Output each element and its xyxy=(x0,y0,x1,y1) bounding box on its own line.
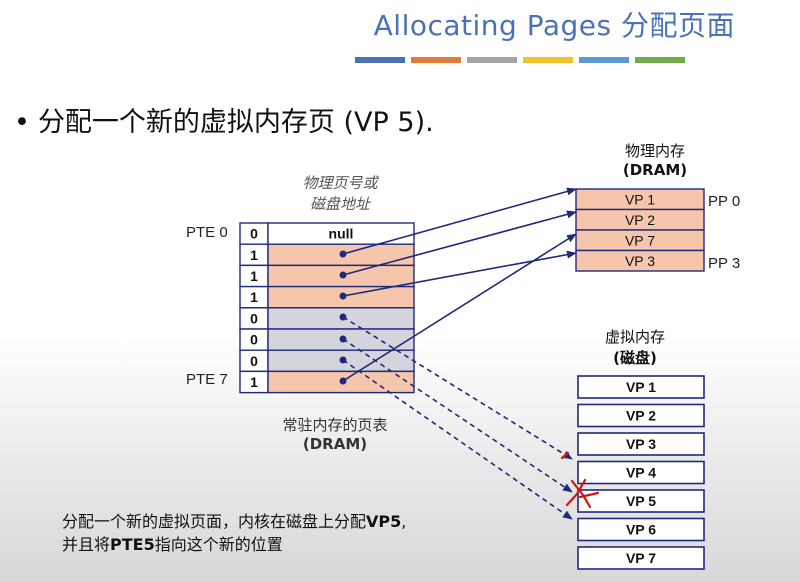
phys-page-label: VP 1 xyxy=(625,191,655,207)
valid-bit: 0 xyxy=(250,332,258,348)
bullet-point: •分配一个新的虚拟内存页 (VP 5). xyxy=(14,100,434,139)
arrow-pte1-vp1 xyxy=(342,187,577,255)
valid-bit: 0 xyxy=(250,310,258,326)
color-bar xyxy=(355,57,405,63)
page-table-header: 物理页号或 磁盘地址 xyxy=(270,172,410,214)
phys-page-label: VP 2 xyxy=(625,212,655,228)
phys-page: VP 3 xyxy=(575,249,705,272)
virtual-page-label: VP 3 xyxy=(626,436,656,452)
arrows xyxy=(342,187,577,520)
phys-page-label: VP 3 xyxy=(625,253,655,269)
page-table-caption-line2: (DRAM) xyxy=(302,435,368,453)
virtual-page: VP 7 xyxy=(577,546,705,570)
explanation-note: 分配一个新的虚拟页面，内核在磁盘上分配VP5, 并且将PTE5指向这个新的位置 xyxy=(62,510,406,556)
valid-bit: 1 xyxy=(250,268,258,284)
virt-mem-title-line2: (磁盘) xyxy=(613,349,657,367)
arrow-pte7-vp7 xyxy=(342,233,577,382)
phys-page: VP 7 xyxy=(575,229,705,252)
virtual-page: VP 4 xyxy=(577,460,705,485)
virtual-memory: VP 1 VP 2 VP 3 VP 4 VP 5 VP 6 VP 7 xyxy=(577,375,705,570)
virtual-page-label: VP 4 xyxy=(626,465,656,481)
virtual-page-label: VP 7 xyxy=(626,550,656,566)
color-bar xyxy=(411,57,461,63)
valid-bit: 0 xyxy=(250,226,258,242)
pp3-label: PP 3 xyxy=(708,255,740,272)
valid-bit: 0 xyxy=(250,353,258,369)
virtual-page-label: VP 5 xyxy=(626,493,656,509)
virtual-page-label: VP 2 xyxy=(626,408,656,424)
color-bar xyxy=(523,57,573,63)
page-table-caption-line1: 常驻内存的页表 xyxy=(282,416,388,434)
phys-page-label: VP 7 xyxy=(625,232,655,248)
pte-row: 1 xyxy=(239,285,415,309)
null-entry: null xyxy=(329,226,354,242)
title-color-bars xyxy=(355,57,685,63)
red-pen-mark xyxy=(560,451,600,509)
arrow-pte6-disk xyxy=(342,359,573,520)
virt-mem-title-line1: 虚拟内存 xyxy=(604,328,665,346)
virtual-page: VP 1 xyxy=(577,375,705,399)
arrow-pte2-vp2 xyxy=(342,210,577,276)
phys-mem-title-line2: (DRAM) xyxy=(622,161,688,179)
virtual-page: VP 3 xyxy=(577,432,705,456)
valid-bit: 1 xyxy=(250,289,258,305)
pte-row: 1 xyxy=(239,264,415,288)
phys-page: VP 2 xyxy=(575,208,705,231)
color-bar xyxy=(635,57,685,63)
bullet-text: 分配一个新的虚拟内存页 (VP 5). xyxy=(37,107,434,138)
virt-mem-title: 虚拟内存 (磁盘) xyxy=(585,326,685,368)
pte-row: 0 xyxy=(239,328,415,351)
virtual-page-label: VP 1 xyxy=(626,379,656,395)
pte-row: 0 null xyxy=(239,222,415,245)
valid-bit: 1 xyxy=(250,374,258,390)
valid-bit: 1 xyxy=(250,247,258,263)
page-table-caption: 常驻内存的页表 (DRAM) xyxy=(255,414,415,453)
pp0-label: PP 0 xyxy=(708,193,740,210)
arrow-pte5-disk xyxy=(342,338,573,493)
virtual-page-label: VP 6 xyxy=(626,522,656,538)
phys-mem-title-line1: 物理内存 xyxy=(624,142,685,160)
physical-memory: VP 1 VP 2 VP 7 VP 3 PP 0 PP 3 xyxy=(575,188,740,272)
phys-page: VP 1 xyxy=(575,188,705,211)
pte-row: 0 xyxy=(239,307,415,330)
note-line2: 并且将PTE5指向这个新的位置 xyxy=(62,535,283,554)
pte-last-label: PTE 7 xyxy=(186,371,228,388)
virtual-page: VP 6 xyxy=(577,517,705,542)
phys-mem-title: 物理内存 (DRAM) xyxy=(595,140,715,179)
note-line1: 分配一个新的虚拟页面，内核在磁盘上分配VP5, xyxy=(62,512,407,531)
pte-first-label: PTE 0 xyxy=(186,224,228,241)
bullet-dot: • xyxy=(14,107,30,138)
slide-title: Allocating Pages 分配页面 xyxy=(373,9,735,42)
color-bar xyxy=(579,57,629,63)
color-bar xyxy=(467,57,517,63)
pte-row: 1 xyxy=(239,370,415,394)
page-table-header-line1: 物理页号或 xyxy=(302,174,378,192)
page-table: 0 null 1 1 1 0 0 0 1 xyxy=(239,222,415,394)
arrow-pte3-vp3 xyxy=(342,250,577,297)
page-table-header-line2: 磁盘地址 xyxy=(309,195,370,213)
virtual-page: VP 5 xyxy=(577,489,705,513)
dots xyxy=(339,250,347,385)
virtual-page: VP 2 xyxy=(577,403,705,428)
